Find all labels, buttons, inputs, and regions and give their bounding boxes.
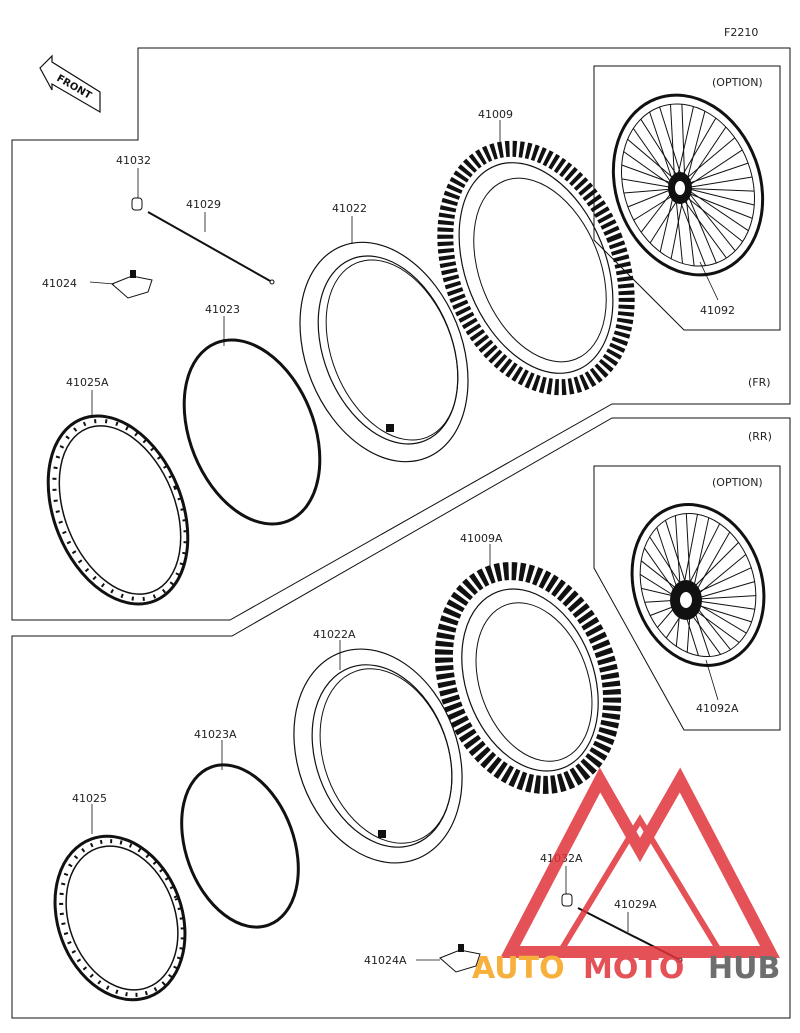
label-41023A: 41023A xyxy=(194,728,237,741)
spoke xyxy=(684,126,727,189)
label-41029A: 41029A xyxy=(614,898,657,911)
spoke xyxy=(627,187,676,208)
label-41023: 41023 xyxy=(205,303,240,316)
rear-rim-strip-drawing xyxy=(180,763,300,929)
spoke xyxy=(621,178,676,189)
rear-rim-band-drawing xyxy=(439,944,481,973)
spoke xyxy=(684,187,736,252)
label-41022: 41022 xyxy=(332,202,367,215)
front-rim-strip-drawing xyxy=(182,338,322,526)
automotohub-logo-icon xyxy=(500,767,780,958)
front-arrow-icon: FRONT xyxy=(39,54,101,114)
spoke xyxy=(684,176,753,189)
option-label-front: (OPTION) xyxy=(712,76,763,89)
option-box-rear xyxy=(593,465,781,731)
section-label-front: (FR) xyxy=(748,376,771,389)
label-41092A: 41092A xyxy=(696,702,739,715)
front-tire-drawing xyxy=(437,140,635,396)
watermark-moto: MOTO xyxy=(583,951,684,986)
option-label-rear: (OPTION) xyxy=(712,476,763,489)
spoke xyxy=(684,187,749,232)
front-rim-drawing xyxy=(46,414,190,606)
spoke xyxy=(684,111,706,189)
rear-valve-cap-drawing xyxy=(561,893,573,907)
label-41022A: 41022A xyxy=(313,628,356,641)
label-41029: 41029 xyxy=(186,198,221,211)
diagram-code: F2210 xyxy=(724,26,758,39)
spoke xyxy=(632,128,676,189)
section-label-rear: (RR) xyxy=(748,430,772,443)
front-tube-drawing xyxy=(299,241,469,463)
watermark-hub: HUB xyxy=(708,951,780,986)
front-leader-lines xyxy=(89,120,719,418)
spoke xyxy=(684,149,743,189)
front-valve-cap-drawing xyxy=(131,197,143,211)
label-41092: 41092 xyxy=(700,304,735,317)
watermark-auto: AUTO xyxy=(472,951,565,986)
rear-option-wheel-drawing xyxy=(630,503,766,667)
label-41032: 41032 xyxy=(116,154,151,167)
rear-section-frame xyxy=(11,417,791,1019)
rear-rim-drawing xyxy=(53,834,187,1002)
front-option-wheel-drawing xyxy=(611,93,765,277)
label-41024A: 41024A xyxy=(364,954,407,967)
label-41009A: 41009A xyxy=(460,532,503,545)
label-41024: 41024 xyxy=(42,277,77,290)
label-41009: 41009 xyxy=(478,108,513,121)
spoke xyxy=(684,187,755,206)
spoke xyxy=(623,151,676,189)
spoke xyxy=(649,111,676,189)
spoke xyxy=(684,187,717,264)
rear-leader-lines xyxy=(91,544,719,961)
rear-tube-drawing xyxy=(293,648,463,864)
front-spoke-drawing xyxy=(147,211,275,285)
automotohub-watermark: AUTO MOTO HUB xyxy=(472,767,780,986)
rear-tire-drawing xyxy=(434,562,622,794)
front-section-frame xyxy=(11,47,791,621)
label-41025: 41025 xyxy=(72,792,107,805)
label-41025A: 41025A xyxy=(66,376,109,389)
front-rim-band-drawing xyxy=(111,270,153,299)
